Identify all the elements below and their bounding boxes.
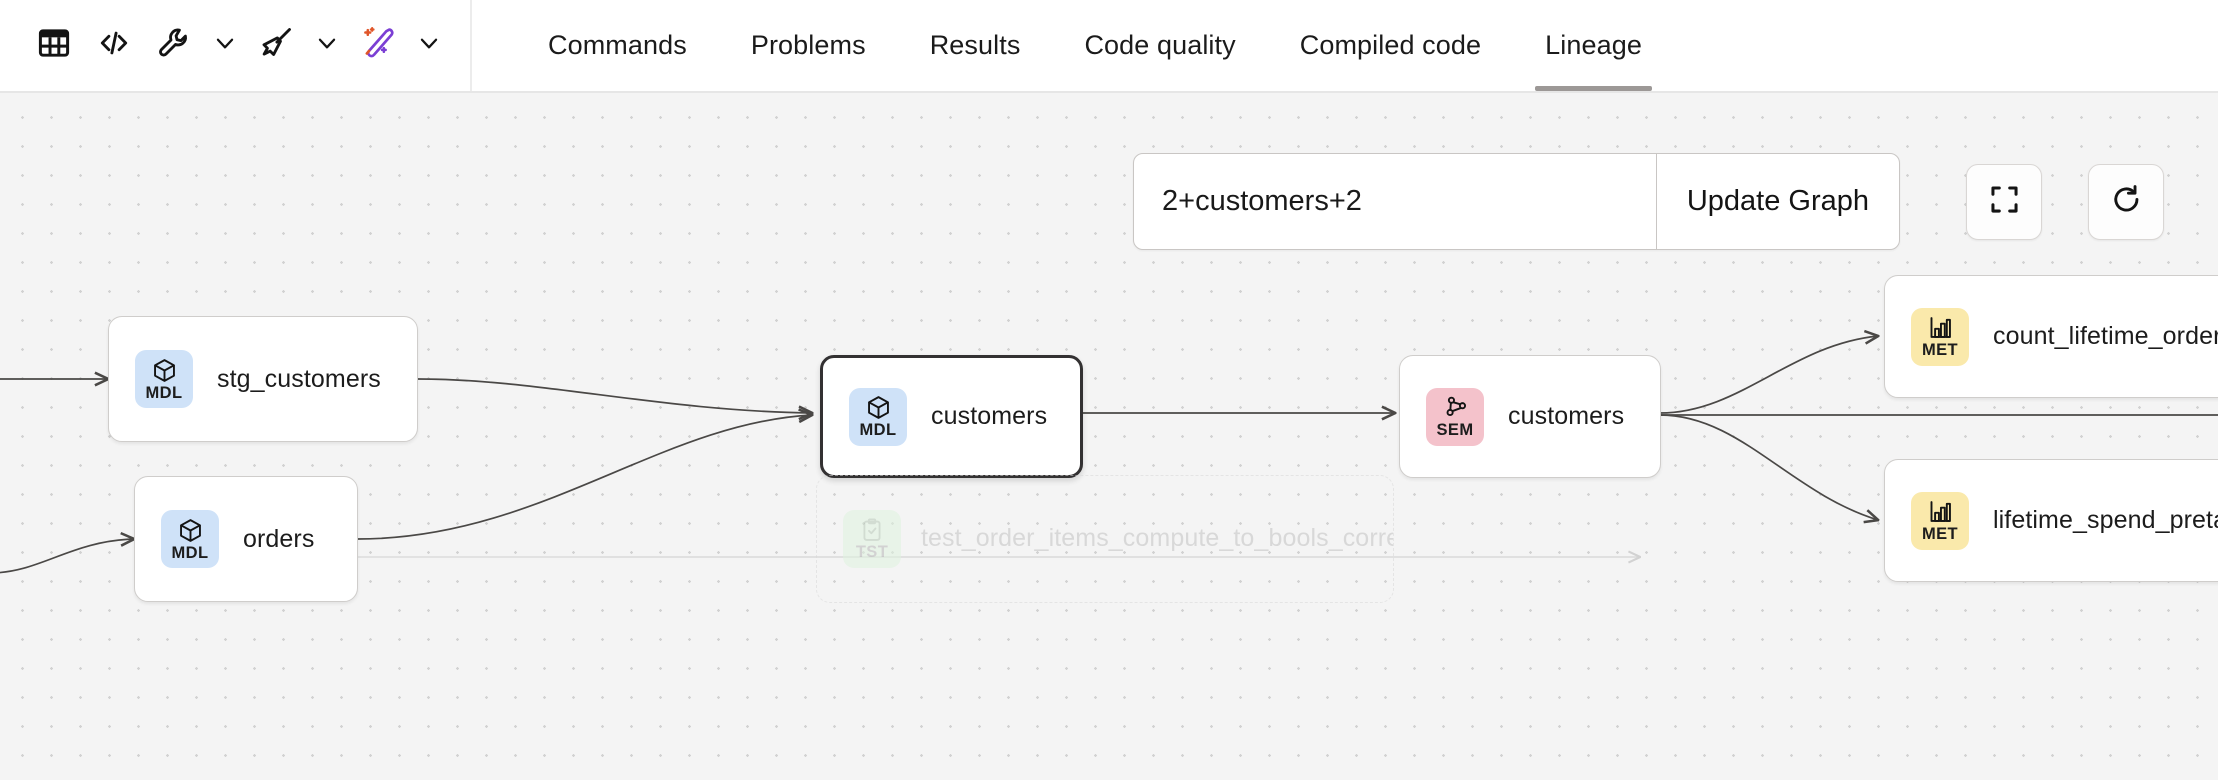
badge-code: MET (1921, 341, 1959, 360)
lineage-canvas[interactable]: MDL stg_customers MDL orders (0, 93, 2218, 780)
lineage-node-lifetime-spend-pretax[interactable]: MET lifetime_spend_preta (1884, 459, 2218, 582)
tab-code-quality[interactable]: Code quality (1052, 0, 1267, 91)
tab-commands[interactable]: Commands (516, 0, 719, 91)
lineage-node-stg-customers[interactable]: MDL stg_customers (108, 316, 418, 442)
bar-chart-icon (1927, 314, 1954, 341)
code-view-button[interactable] (86, 18, 142, 74)
tab-problems[interactable]: Problems (719, 0, 898, 91)
refresh-button[interactable] (2088, 164, 2164, 240)
fit-view-button[interactable] (1966, 164, 2042, 240)
update-graph-label: Update Graph (1686, 185, 1869, 217)
update-graph-button[interactable]: Update Graph (1655, 154, 1899, 249)
build-dropdown-button[interactable] (206, 18, 244, 74)
node-label: customers (931, 402, 1048, 430)
badge-code: MET (1921, 525, 1959, 544)
node-type-badge-mdl: MDL (161, 510, 219, 568)
chevron-down-icon (212, 30, 238, 61)
lineage-node-orders[interactable]: MDL orders (134, 476, 358, 602)
editor-tool-group (0, 0, 472, 91)
tab-label: Results (929, 30, 1021, 60)
lineage-node-customers-semantic[interactable]: SEM customers (1399, 355, 1661, 478)
lineage-node-customers-model[interactable]: MDL customers (820, 355, 1083, 478)
badge-code: MDL (859, 421, 897, 440)
build-button[interactable] (146, 18, 202, 74)
node-type-badge-met: MET (1911, 491, 1969, 550)
refresh-icon (2110, 183, 2143, 221)
node-type-badge-mdl: MDL (135, 350, 193, 408)
tab-label: Lineage (1545, 30, 1642, 60)
lineage-node-test-order-items[interactable]: TST test_order_items_compute_to_bools_co… (816, 475, 1394, 603)
tab-compiled-code[interactable]: Compiled code (1268, 0, 1513, 91)
tab-label: Commands (548, 30, 687, 60)
node-label: customers (1508, 402, 1625, 430)
tab-results[interactable]: Results (898, 0, 1053, 91)
node-label: test_order_items_compute_to_bools_correc… (921, 524, 1394, 553)
tab-label: Problems (750, 30, 866, 60)
chevron-down-icon (416, 30, 442, 61)
panel-tabs: Commands Problems Results Code quality C… (472, 0, 1674, 91)
tab-lineage[interactable]: Lineage (1513, 0, 1674, 91)
cube-icon (865, 394, 892, 421)
cube-icon (177, 517, 204, 544)
node-type-badge-mdl: MDL (849, 387, 907, 446)
table-view-button[interactable] (26, 18, 82, 74)
node-selector-bar: Update Graph (1133, 153, 1900, 250)
table-icon (37, 26, 71, 65)
node-type-badge-tst: TST (843, 510, 901, 568)
node-type-badge-sem: SEM (1426, 387, 1484, 446)
lineage-node-count-lifetime-orders[interactable]: MET count_lifetime_order (1884, 275, 2218, 398)
format-dropdown-button[interactable] (308, 18, 346, 74)
top-toolbar: Commands Problems Results Code quality C… (0, 0, 2218, 93)
fit-screen-icon (1988, 183, 2021, 221)
node-label: orders (243, 524, 315, 553)
ai-assist-button[interactable] (350, 18, 406, 74)
ai-assist-dropdown-button[interactable] (410, 18, 448, 74)
code-brackets-icon (96, 25, 132, 66)
node-type-badge-met: MET (1911, 307, 1969, 366)
node-label: count_lifetime_order (1993, 322, 2218, 350)
magic-wand-icon (360, 25, 396, 66)
badge-code: MDL (145, 383, 183, 402)
tab-label: Code quality (1084, 30, 1236, 60)
node-selector-input[interactable] (1134, 154, 1656, 249)
tab-label: Compiled code (1299, 30, 1482, 60)
node-label: lifetime_spend_preta (1993, 506, 2218, 534)
node-label: stg_customers (217, 364, 381, 393)
chevron-down-icon (314, 30, 340, 61)
cube-icon (151, 357, 178, 384)
format-button[interactable] (248, 18, 304, 74)
broom-icon (258, 25, 294, 66)
lineage-edges (0, 93, 2218, 574)
clipboard-check-icon (859, 517, 885, 543)
badge-code: SEM (1436, 421, 1474, 440)
wrench-icon (156, 25, 192, 66)
badge-code: TST (855, 543, 889, 562)
badge-code: MDL (171, 543, 209, 562)
bar-chart-icon (1927, 498, 1954, 525)
semantic-graph-icon (1442, 394, 1469, 421)
